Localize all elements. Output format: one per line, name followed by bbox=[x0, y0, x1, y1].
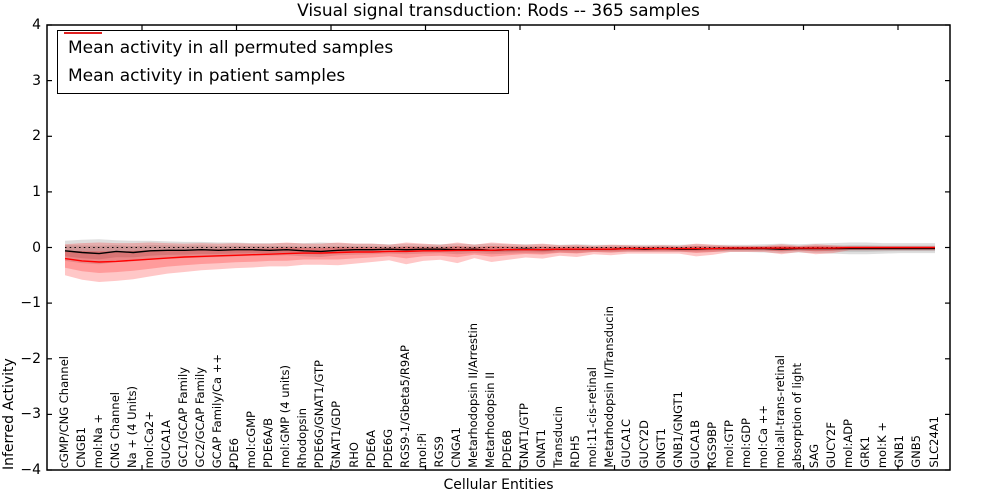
x-tick-label: Rhodopsin bbox=[295, 407, 310, 468]
band-outer-series-0 bbox=[65, 239, 935, 265]
x-tick-label: mol:GMP (4 units) bbox=[278, 365, 293, 468]
x-tick-label: GRK1 bbox=[858, 436, 873, 468]
legend-line-sample-red bbox=[64, 32, 102, 34]
x-tick-label: RDH5 bbox=[568, 435, 583, 468]
y-tick-label: 4 bbox=[32, 17, 41, 33]
x-tick-label: PDE6G bbox=[380, 428, 395, 468]
x-tick-label: GUCY2D bbox=[636, 419, 651, 468]
x-tick-label: PDE6G/GNAT1/GTP bbox=[312, 359, 327, 468]
x-tick-label: GNGT1 bbox=[653, 427, 668, 468]
x-tick-label: Transducin bbox=[551, 406, 566, 468]
x-tick-label: GNB5 bbox=[909, 435, 924, 468]
legend-label-permuted: Mean activity in all permuted samples bbox=[68, 38, 394, 58]
x-tick-label: GNAT1/GTP bbox=[517, 402, 532, 468]
x-tick-label: mol:Ca ++ bbox=[755, 404, 770, 468]
x-tick-label: RHO bbox=[346, 442, 361, 468]
legend-label-patient: Mean activity in patient samples bbox=[68, 66, 346, 86]
y-tick-label: 0 bbox=[32, 239, 41, 256]
x-tick-label: GC2/GCAP Family bbox=[192, 367, 207, 468]
legend-item-permuted: Mean activity in all permuted samples bbox=[64, 32, 498, 62]
x-tick-label: mol:cGMP bbox=[244, 410, 259, 468]
x-tick-label: RGS9 bbox=[431, 436, 446, 468]
x-tick-label: mol:GDP bbox=[738, 417, 753, 468]
legend-item-patient: Mean activity in patient samples bbox=[64, 32, 498, 90]
x-tick-label: Na + (4 Units) bbox=[124, 386, 139, 468]
x-tick-label: GUCA1C bbox=[619, 419, 634, 468]
x-tick-label: mol:GTP bbox=[721, 420, 736, 468]
x-tick-label: GNB1/GNGT1 bbox=[670, 391, 685, 468]
x-tick-label: CNGA1 bbox=[448, 427, 463, 468]
x-tick-label: CNG Channel bbox=[107, 391, 122, 468]
x-tick-label: mol:ADP bbox=[841, 419, 856, 468]
x-tick-label: mol:Na + bbox=[90, 413, 105, 468]
x-tick-label: absorption of light bbox=[790, 362, 805, 468]
x-tick-label: GUCY2F bbox=[824, 421, 839, 468]
x-tick-label: GNB1 bbox=[892, 435, 907, 468]
chart-title: Visual signal transduction: Rods -- 365 … bbox=[297, 1, 700, 21]
x-tick-label: mol:11-cis-retinal bbox=[585, 367, 600, 468]
x-tick-label: Metarhodopsin II/Transducin bbox=[602, 306, 617, 468]
x-tick-label: RGS9-1/Gbeta5/R9AP bbox=[397, 344, 412, 468]
x-tick-label: SAG bbox=[807, 443, 822, 468]
x-tick-label: GC1/GCAP Family bbox=[175, 367, 190, 468]
y-tick-label: −1 bbox=[20, 295, 41, 312]
y-tick-label: −2 bbox=[20, 350, 41, 367]
band-inner-series-1 bbox=[65, 245, 935, 273]
x-tick-label: PDE6A/B bbox=[261, 417, 276, 468]
x-tick-label: mol:Pi bbox=[414, 432, 429, 468]
x-tick-label: GCAP Family/Ca ++ bbox=[210, 353, 225, 468]
x-tick-label: PDE6A bbox=[363, 429, 378, 468]
x-tick-label: GNAT1/GDP bbox=[329, 400, 344, 468]
y-tick-label: −3 bbox=[20, 406, 41, 423]
x-tick-label: mol:K + bbox=[875, 421, 890, 468]
x-tick-label: RGS9BP bbox=[704, 421, 719, 468]
x-tick-label: GUCA1B bbox=[687, 419, 702, 468]
x-tick-label: cGMP/CNG Channel bbox=[56, 355, 71, 468]
x-tick-label: Metarhodopsin II bbox=[482, 372, 497, 468]
x-tick-label: PDE6 bbox=[227, 437, 242, 468]
x-tick-label: mol:Ca2+ bbox=[141, 410, 156, 468]
x-tick-label: Metarhodopsin II/Arrestin bbox=[465, 323, 480, 468]
band-outer-series-1 bbox=[65, 242, 935, 282]
y-tick-label: 1 bbox=[32, 183, 41, 200]
legend: Mean activity in all permuted samples Me… bbox=[57, 30, 509, 94]
y-tick-label: 2 bbox=[32, 128, 41, 145]
x-tick-label: GNAT1 bbox=[534, 429, 549, 468]
x-tick-label: PDE6B bbox=[500, 429, 515, 468]
y-tick-label: −4 bbox=[20, 462, 41, 478]
y-tick-label: 3 bbox=[32, 72, 41, 89]
x-tick-label: CNGB1 bbox=[73, 427, 88, 468]
x-axis-label: Cellular Entities bbox=[443, 477, 554, 493]
x-tick-label: mol:all-trans-retinal bbox=[772, 354, 787, 468]
x-tick-label: GUCA1A bbox=[158, 419, 173, 468]
mean-line-series-1 bbox=[64, 246, 935, 263]
x-tick-label: SLC24A1 bbox=[926, 416, 941, 468]
